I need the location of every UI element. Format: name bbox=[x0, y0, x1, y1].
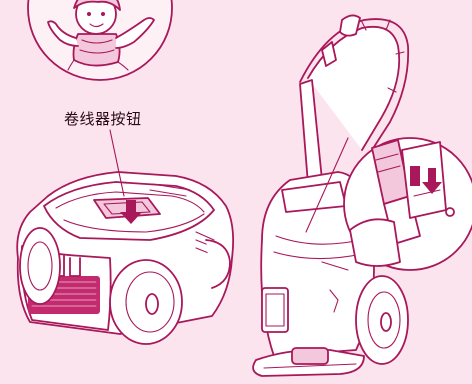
press-arrow-icon bbox=[120, 200, 142, 224]
detail-inset bbox=[343, 137, 472, 271]
insert-down-arrow-icon bbox=[422, 168, 442, 194]
callout-leader-line bbox=[109, 129, 125, 197]
cord-rewind-button-label: 卷线器按钮 bbox=[64, 110, 142, 128]
mascot-illustration bbox=[27, 0, 173, 81]
canister-vacuum-illustration bbox=[16, 129, 235, 345]
parked-vacuum-illustration bbox=[252, 14, 410, 377]
